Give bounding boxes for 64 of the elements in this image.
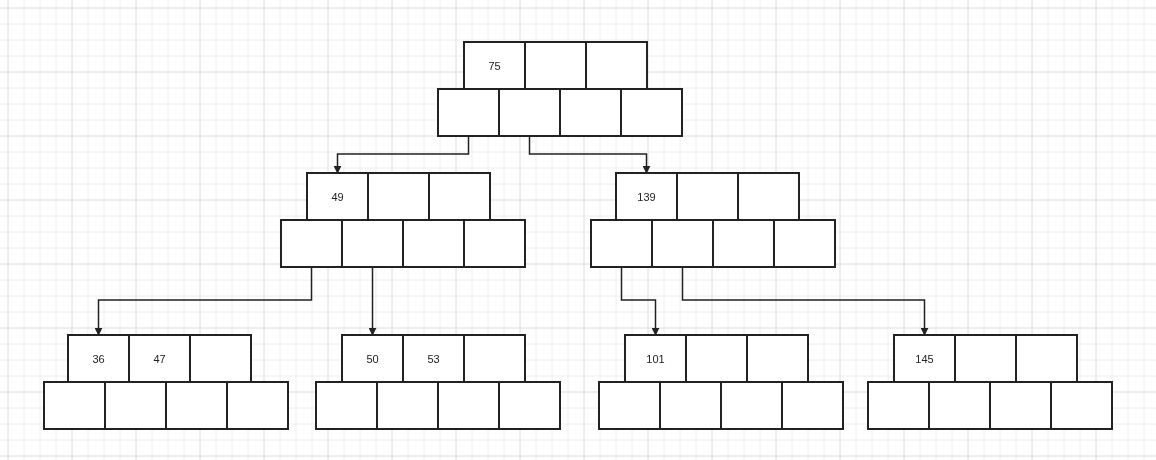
pointer-cell	[1050, 381, 1113, 430]
key-cell	[402, 334, 465, 383]
pointer-cell	[590, 219, 653, 268]
key-value: 101	[646, 352, 665, 365]
pointer-cell	[104, 381, 167, 430]
pointer-cell	[341, 219, 404, 268]
pointer-cell	[437, 88, 500, 137]
pointer-cell	[598, 381, 661, 430]
key-cell	[524, 41, 587, 90]
pointer-cell	[559, 88, 622, 137]
pointer-cell	[498, 381, 561, 430]
key-cell	[624, 334, 687, 383]
pointer-cell	[928, 381, 991, 430]
pointer-cell	[659, 381, 722, 430]
pointer-cell	[376, 381, 439, 430]
pointer-cell	[437, 381, 500, 430]
pointer-cell	[165, 381, 228, 430]
key-value: 47	[153, 352, 166, 365]
key-cell	[428, 172, 491, 221]
key-cell	[585, 41, 648, 90]
key-cell	[737, 172, 800, 221]
key-cell	[128, 334, 191, 383]
pointer-cell	[720, 381, 783, 430]
key-value: 50	[366, 352, 379, 365]
pointer-cell	[989, 381, 1052, 430]
key-value: 75	[488, 59, 501, 72]
arrow	[681, 266, 929, 336]
key-cell	[685, 334, 748, 383]
pointer-cell	[773, 219, 836, 268]
arrow	[333, 135, 470, 174]
arrow	[528, 135, 651, 174]
pointer-cell	[620, 88, 683, 137]
key-cell	[676, 172, 739, 221]
key-cell	[463, 334, 526, 383]
arrow	[94, 266, 313, 336]
key-value: 49	[331, 190, 344, 203]
key-cell	[367, 172, 430, 221]
key-value: 53	[427, 352, 440, 365]
key-cell	[189, 334, 252, 383]
key-cell	[306, 172, 369, 221]
key-cell	[463, 41, 526, 90]
pointer-cell	[781, 381, 844, 430]
pointer-cell	[498, 88, 561, 137]
pointer-cell	[712, 219, 775, 268]
pointer-cell	[43, 381, 106, 430]
key-cell	[1015, 334, 1078, 383]
pointer-cell	[651, 219, 714, 268]
pointer-cell	[402, 219, 465, 268]
pointer-cell	[315, 381, 378, 430]
pointer-cell	[226, 381, 289, 430]
key-cell	[954, 334, 1017, 383]
key-value: 145	[915, 352, 934, 365]
arrow	[368, 266, 377, 336]
key-cell	[67, 334, 130, 383]
key-cell	[615, 172, 678, 221]
key-value: 36	[92, 352, 105, 365]
pointer-cell	[280, 219, 343, 268]
key-cell	[893, 334, 956, 383]
arrow	[620, 266, 660, 336]
key-value: 139	[637, 190, 656, 203]
key-cell	[341, 334, 404, 383]
key-cell	[746, 334, 809, 383]
pointer-cell	[463, 219, 526, 268]
pointer-cell	[867, 381, 930, 430]
